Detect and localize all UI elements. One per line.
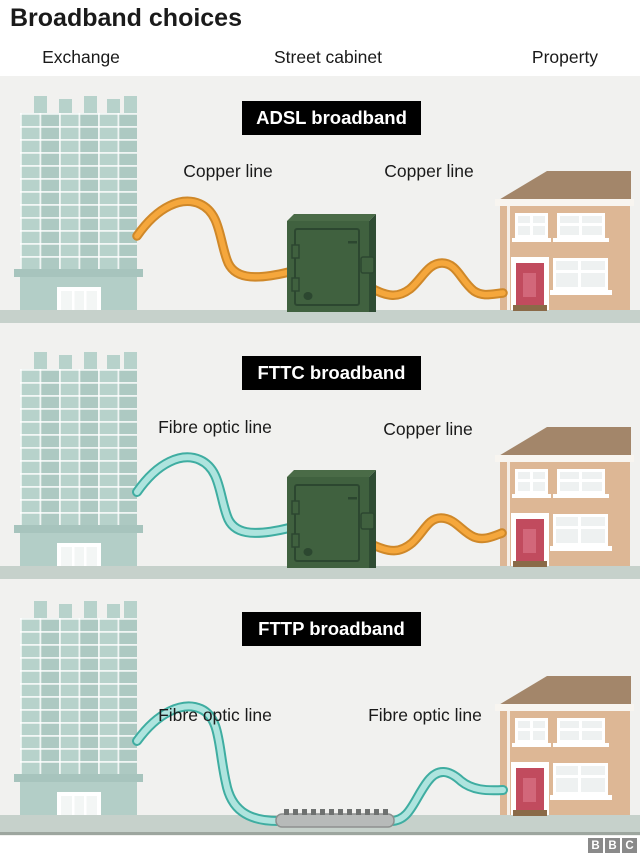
- fibre-optic-cable-fttp-left: [132, 701, 283, 826]
- line-label-fttc-left: Fibre optic line: [158, 417, 272, 437]
- ground-border-line: [0, 832, 640, 835]
- column-header-exchange: Exchange: [42, 47, 120, 67]
- line-label-adsl-right: Copper line: [384, 161, 474, 181]
- exchange-building-fttp: [14, 601, 143, 815]
- page-title: Broadband choices: [10, 4, 242, 32]
- panel-title-fttp: FTTP broadband: [242, 612, 421, 646]
- ground-strip-fttc: [0, 566, 640, 579]
- exchange-building-fttc: [14, 352, 143, 566]
- street-cabinet-adsl: [286, 213, 377, 313]
- fibre-optic-cable-fttp-right: [386, 767, 508, 826]
- property-house-fttc: [495, 427, 634, 567]
- street-cabinet-fttc: [286, 469, 377, 569]
- bbc-logo-letter: B: [588, 838, 603, 853]
- line-label-fttp-right: Fibre optic line: [368, 705, 482, 725]
- bbc-logo-letter: B: [605, 838, 620, 853]
- bbc-logo: B B C: [588, 838, 637, 853]
- exchange-building-adsl: [14, 96, 143, 310]
- column-header-property: Property: [531, 47, 599, 67]
- bbc-logo-letter: C: [622, 838, 637, 853]
- copper-line-cable-fttc-right: [366, 513, 507, 556]
- panel-title-fttc: FTTC broadband: [242, 356, 421, 390]
- panel-title-adsl: ADSL broadband: [242, 101, 421, 135]
- line-label-fttp-left: Fibre optic line: [158, 705, 272, 725]
- line-label-fttc-right: Copper line: [383, 419, 473, 439]
- column-header-street-cabinet: Street cabinet: [274, 47, 382, 67]
- line-label-adsl-left: Copper line: [183, 161, 273, 181]
- ground-strip-adsl: [0, 310, 640, 323]
- property-house-fttp: [495, 676, 634, 816]
- property-house-adsl: [495, 171, 634, 311]
- fibre-duct-illustration: [275, 809, 395, 828]
- copper-line-cable-adsl-right: [366, 258, 508, 300]
